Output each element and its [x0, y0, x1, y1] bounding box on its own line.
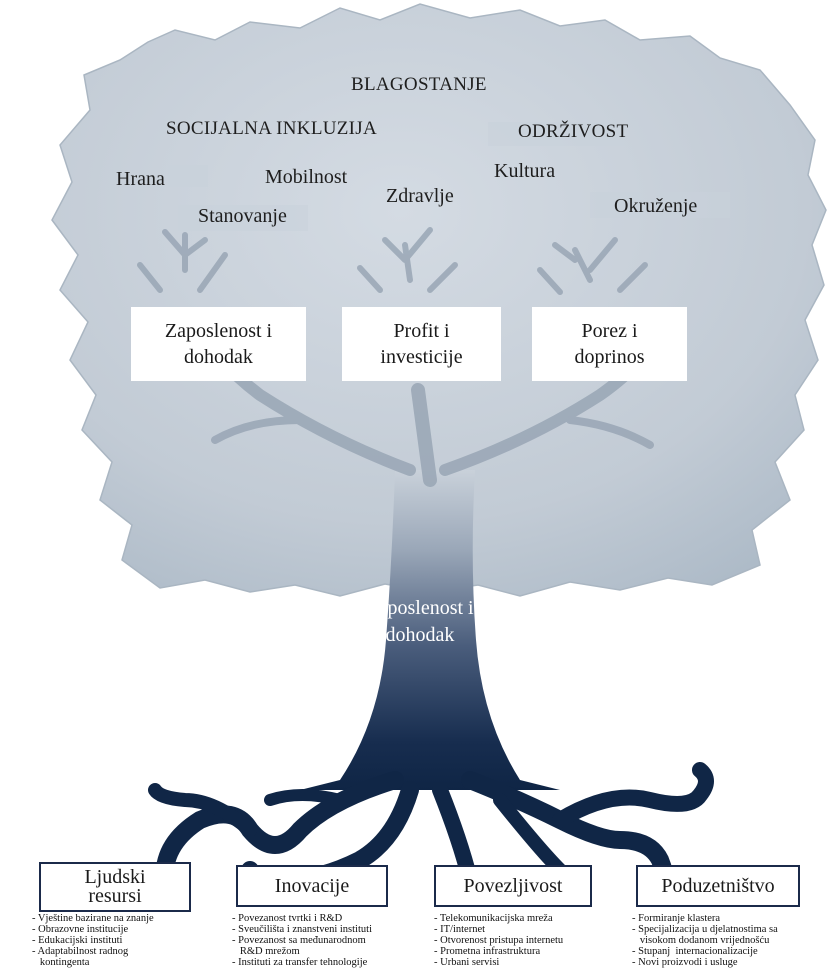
- list-item: - Povezanost sa međunarodnom: [232, 935, 366, 946]
- branch-box-line2: doprinos: [574, 346, 645, 368]
- list-item: - Urbani servisi: [434, 957, 500, 968]
- list-item: - Obrazovne institucije: [32, 924, 129, 935]
- label-zdravlje: Zdravlje: [386, 185, 454, 207]
- list-item: - Sveučilišta i znanstveni instituti: [232, 924, 372, 935]
- list-item: - Stupanj internacionalizacije: [632, 946, 758, 957]
- branch-box-porez: Porez i doprinos: [532, 307, 687, 381]
- pillar-items-inovacije: - Povezanost tvrtki i R&D - Sveučilišta …: [232, 913, 372, 968]
- list-item: - Adaptabilnost radnog: [32, 946, 129, 957]
- branch-box-line1: Profit i: [393, 320, 450, 342]
- list-item: - Formiranje klastera: [632, 913, 721, 924]
- pillar-title: Poduzetništvo: [661, 874, 775, 897]
- list-item: - IT/internet: [434, 924, 486, 935]
- pillar-inovacije: Inovacije: [236, 865, 388, 907]
- pillar-title-line1: Ljudski: [84, 866, 146, 888]
- pillar-items-povezljivost: - Telekomunikacijska mreža - IT/internet…: [434, 913, 563, 968]
- list-item: - Otvorenost pristupa internetu: [434, 935, 564, 946]
- trunk-label: Zaposlenost i dohodak: [340, 595, 500, 649]
- list-item: - Vještine bazirane na znanje: [32, 913, 154, 924]
- label-blagostanje: BLAGOSTANJE: [351, 74, 487, 95]
- trunk-label-line1: Zaposlenost i: [366, 597, 474, 619]
- list-item: - Prometna infrastruktura: [434, 946, 541, 957]
- list-item: - Novi proizvodi i usluge: [632, 957, 738, 968]
- branch-box-zaposlenost: Zaposlenost i dohodak: [131, 307, 306, 381]
- label-okruzenje: Okruženje: [614, 195, 698, 217]
- list-item: - Edukacijski instituti: [32, 935, 123, 946]
- list-item: - Instituti za transfer tehnologije: [232, 957, 368, 968]
- pillar-title: Inovacije: [274, 874, 350, 897]
- list-item: - Povezanost tvrtki i R&D: [232, 913, 343, 924]
- trunk-shape: [300, 470, 560, 790]
- label-backdrop: [178, 205, 308, 231]
- list-item: - Telekomunikacijska mreža: [434, 913, 553, 924]
- label-mobilnost: Mobilnost: [265, 166, 348, 188]
- branch-box-line1: Zaposlenost i: [164, 320, 273, 342]
- pillar-title: Povezljivost: [463, 874, 563, 897]
- label-socijalna-inkluzija: SOCIJALNA INKLUZIJA: [166, 118, 377, 139]
- pillar-items-poduzetnistvo: - Formiranje klastera - Specijalizacija …: [632, 913, 778, 968]
- pillar-poduzetnistvo: Poduzetništvo: [636, 865, 800, 907]
- trunk-label-line2: dohodak: [385, 624, 455, 646]
- pillar-items-ljudski-resursi: - Vještine bazirane na znanje - Obrazovn…: [32, 913, 154, 968]
- canopy-shape: [51, 3, 827, 597]
- label-backdrop: [590, 192, 730, 218]
- label-kultura: Kultura: [494, 160, 556, 182]
- pillar-povezljivost: Povezljivost: [434, 865, 592, 907]
- list-item: - Specijalizacija u djelatnostima sa: [632, 924, 778, 935]
- branch-box-line2: dohodak: [184, 346, 253, 368]
- branch-box-line2: investicije: [380, 346, 463, 368]
- label-backdrop: [488, 122, 638, 146]
- label-stanovanje: Stanovanje: [198, 205, 287, 227]
- list-item: R&D mrežom: [232, 946, 300, 957]
- pillar-title-line2: resursi: [88, 885, 142, 907]
- pillar-ljudski-resursi: Ljudski resursi: [39, 862, 191, 912]
- list-item: visokom dodanom vrijednošću: [632, 935, 770, 946]
- branch-box-line1: Porez i: [581, 320, 638, 342]
- label-odrzivost: ODRŽIVOST: [518, 121, 629, 142]
- list-item: kontingenta: [32, 957, 90, 968]
- branch-box-profit: Profit i investicije: [342, 307, 501, 381]
- label-backdrop: [168, 165, 208, 187]
- label-hrana: Hrana: [116, 168, 165, 190]
